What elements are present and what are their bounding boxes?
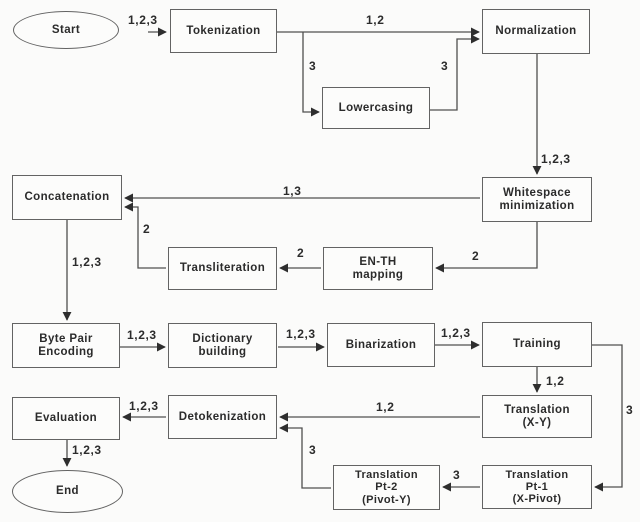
edge-label-tokenization-lowercasing: 3 — [309, 59, 317, 73]
node-lowercasing: Lowercasing — [322, 87, 430, 129]
node-normalization: Normalization — [482, 9, 590, 54]
edge-label-binarization-training: 1,2,3 — [441, 326, 471, 340]
edge-label-training-translation-pt1: 3 — [626, 403, 634, 417]
edge-label-transliteration-concatenation: 2 — [143, 222, 151, 236]
edge-label-evaluation-end: 1,2,3 — [72, 443, 102, 457]
edge-training-translation-pt1 — [592, 344, 623, 492]
node-whitespace-minimization: Whitespace minimization — [482, 177, 592, 222]
node-dictionary-building: Dictionary building — [168, 323, 277, 368]
node-en-th-mapping: EN-TH mapping — [323, 247, 433, 290]
edge-label-tokenization-normalization: 1,2 — [366, 13, 385, 27]
edge-label-pt2-detokenization: 3 — [309, 443, 317, 457]
edge-label-enth-transliteration: 2 — [297, 246, 305, 260]
node-translation-pt-2: Translation Pt-2 (Pivot-Y) — [333, 465, 440, 510]
edge-label-start-tokenization: 1,2,3 — [128, 13, 158, 27]
edge-lowercasing-normalization — [430, 34, 480, 111]
node-binarization: Binarization — [327, 323, 435, 367]
edge-label-dictionary-binarization: 1,2,3 — [286, 327, 316, 341]
node-byte-pair-encoding: Byte Pair Encoding — [12, 323, 120, 368]
edge-label-whitespace-concatenation: 1,3 — [283, 184, 302, 198]
node-concatenation: Concatenation — [12, 175, 122, 220]
node-evaluation: Evaluation — [12, 397, 120, 440]
edge-pt2-detokenization — [279, 423, 331, 489]
edge-tokenization-lowercasing — [302, 32, 320, 117]
edge-label-whitespace-enth: 2 — [472, 249, 480, 263]
node-translation-pt-1: Translation Pt-1 (X-Pivot) — [482, 465, 592, 509]
node-transliteration: Transliteration — [168, 247, 277, 290]
edge-label-lowercasing-normalization: 3 — [441, 59, 449, 73]
node-detokenization: Detokenization — [168, 395, 277, 439]
node-start: Start — [13, 11, 119, 49]
edge-label-bpe-dictionary: 1,2,3 — [127, 328, 157, 342]
node-tokenization: Tokenization — [170, 9, 277, 53]
node-training: Training — [482, 322, 592, 367]
edge-label-translation-xy-detokenization: 1,2 — [376, 400, 395, 414]
edge-whitespace-enth — [435, 222, 538, 273]
node-end: End — [12, 470, 123, 513]
edge-label-normalization-whitespace: 1,2,3 — [541, 152, 571, 166]
node-translation-x-y: Translation (X-Y) — [482, 395, 592, 438]
edge-label-detokenization-evaluation: 1,2,3 — [129, 399, 159, 413]
edge-label-concatenation-bpe: 1,2,3 — [72, 255, 102, 269]
edge-label-pt1-pt2: 3 — [453, 468, 461, 482]
edge-transliteration-concatenation — [124, 202, 166, 269]
edge-label-training-translation-xy: 1,2 — [546, 374, 565, 388]
